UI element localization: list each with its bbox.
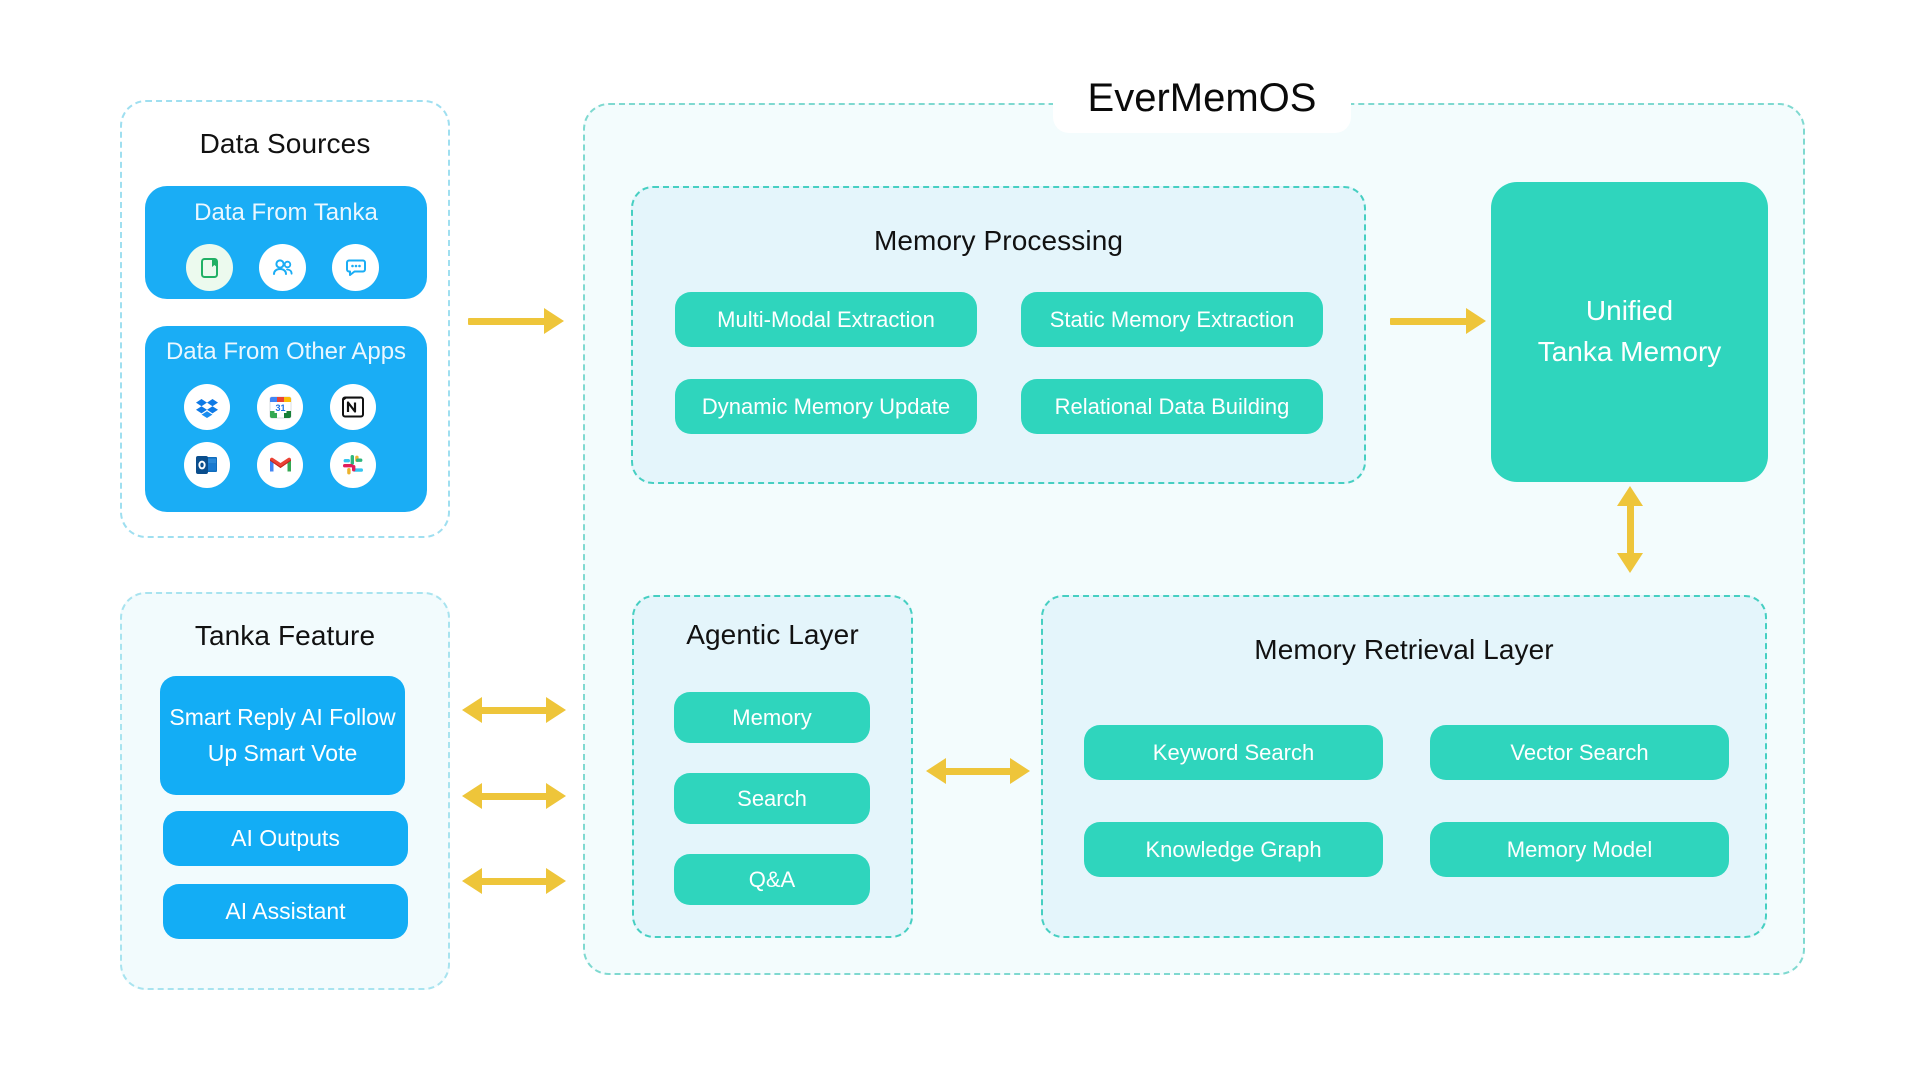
dropbox-icon[interactable] <box>184 384 230 430</box>
tanka-feature-card-ai-assistant[interactable]: AI Assistant <box>163 884 408 939</box>
notion-icon[interactable] <box>330 384 376 430</box>
memory-retrieval-layer-title: Memory Retrieval Layer <box>1254 634 1554 665</box>
slack-icon[interactable] <box>330 442 376 488</box>
memory-retrieval-item-knowledge-graph[interactable]: Knowledge Graph <box>1084 822 1383 877</box>
outlook-icon[interactable] <box>184 442 230 488</box>
tanka-feature-title: Tanka Feature <box>194 620 376 651</box>
data-sources-title: Data Sources <box>199 128 371 159</box>
data-from-other-apps-title: Data From Other Apps <box>165 338 407 365</box>
tanka-feature-card-ai-outputs[interactable]: AI Outputs <box>163 811 408 866</box>
svg-text:31: 31 <box>275 403 285 413</box>
gmail-icon[interactable] <box>257 442 303 488</box>
memory-processing-item-dynamic-memory-update[interactable]: Dynamic Memory Update <box>675 379 977 434</box>
arrow-unified-memory-to-retrieval <box>1617 486 1643 573</box>
data-from-tanka-title: Data From Tanka <box>194 199 378 226</box>
arrow-processing-to-unified-memory <box>1390 308 1488 334</box>
arrow-agentic-to-retrieval <box>926 758 1030 784</box>
arrow-tanka-feature-3 <box>462 868 566 894</box>
memory-processing-item-relational-data-building[interactable]: Relational Data Building <box>1021 379 1323 434</box>
memory-processing-title: Memory Processing <box>873 225 1124 256</box>
google-calendar-icon[interactable]: 31 <box>257 384 303 430</box>
evermemos-title-text: EverMemOS <box>1087 75 1317 120</box>
memory-retrieval-item-vector-search[interactable]: Vector Search <box>1430 725 1729 780</box>
people-icon[interactable] <box>259 244 306 291</box>
agentic-layer-item-qa[interactable]: Q&A <box>674 854 870 905</box>
agentic-layer-title: Agentic Layer <box>686 619 859 650</box>
memory-retrieval-item-keyword-search[interactable]: Keyword Search <box>1084 725 1383 780</box>
memory-processing-item-multi-modal-extraction[interactable]: Multi-Modal Extraction <box>675 292 977 347</box>
document-icon[interactable] <box>186 244 233 291</box>
arrow-tanka-feature-2 <box>462 783 566 809</box>
arrow-tanka-feature-1 <box>462 697 566 723</box>
chat-bubble-icon[interactable] <box>332 244 379 291</box>
memory-processing-item-static-memory-extraction[interactable]: Static Memory Extraction <box>1021 292 1323 347</box>
page-title: EverMemOS <box>1053 63 1351 133</box>
memory-retrieval-item-memory-model[interactable]: Memory Model <box>1430 822 1729 877</box>
agentic-layer-item-memory[interactable]: Memory <box>674 692 870 743</box>
agentic-layer-item-search[interactable]: Search <box>674 773 870 824</box>
arrow-data-sources-to-processing <box>468 308 566 334</box>
tanka-feature-card-smart[interactable]: Smart Reply AI Follow Up Smart Vote <box>160 676 405 795</box>
unified-tanka-memory-block[interactable]: Unified Tanka Memory <box>1491 182 1768 482</box>
